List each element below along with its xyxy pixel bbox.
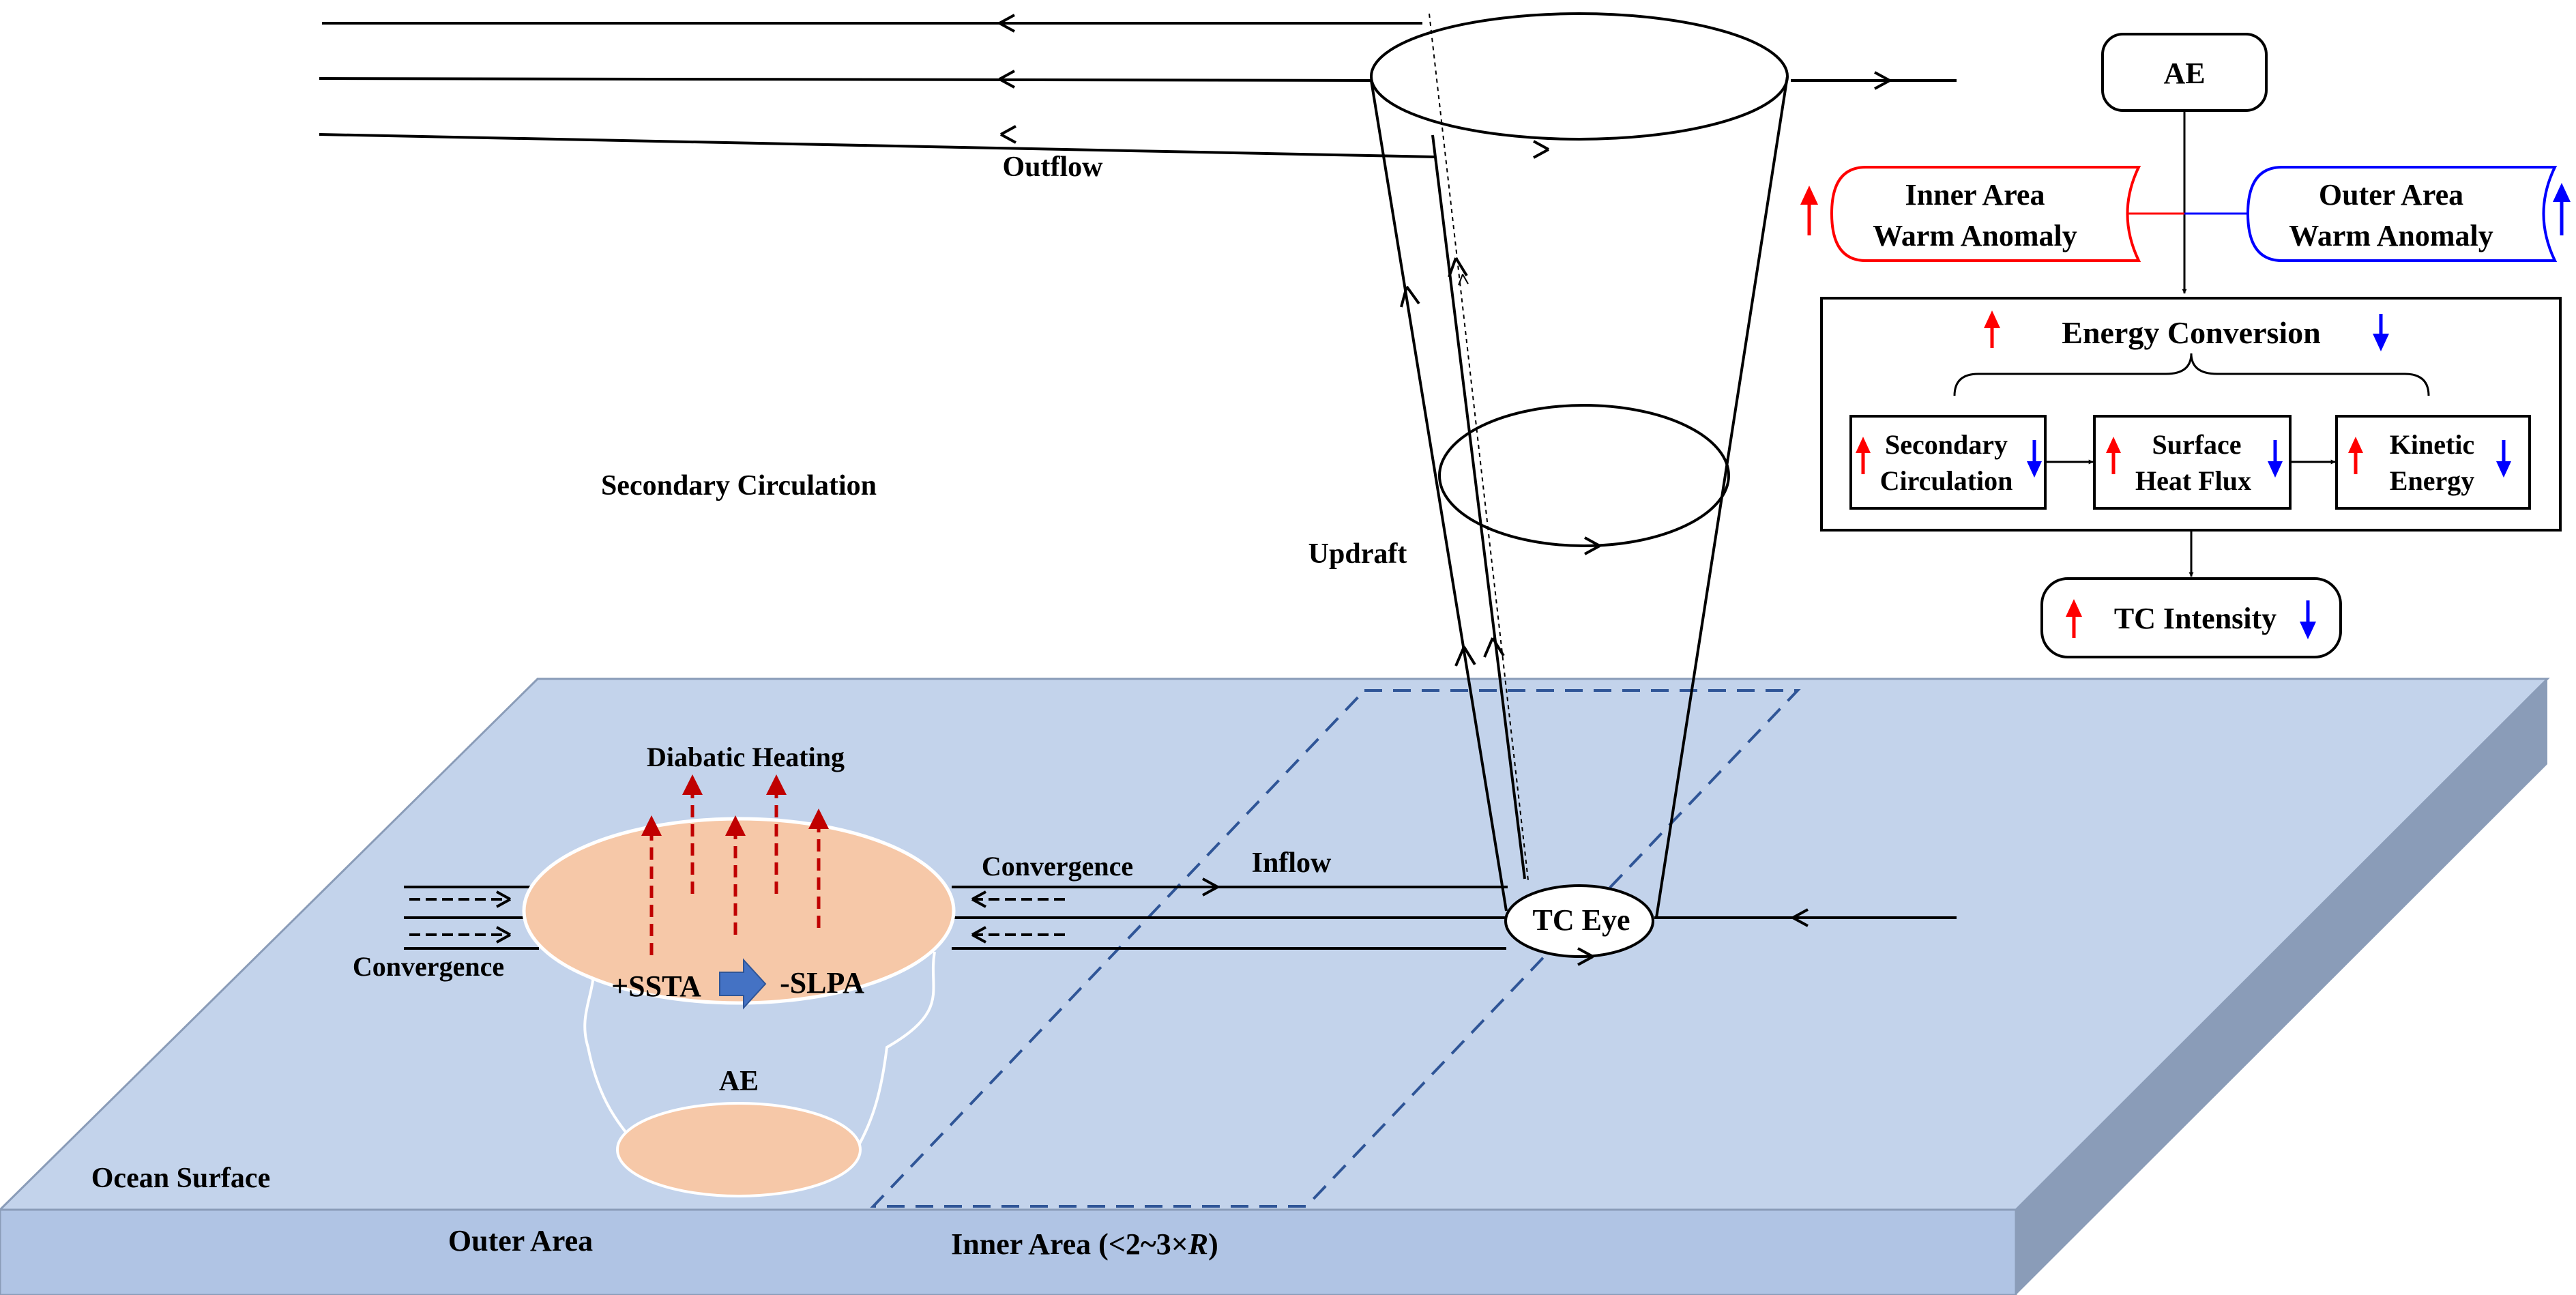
energy-brace — [1953, 353, 2430, 396]
surface-decrease-arrow-icon — [2268, 440, 2283, 478]
outer-warm-line1: Outer Area — [2319, 178, 2463, 212]
inner-increase-arrow-icon — [1800, 186, 1818, 235]
ocean-surface-label: Ocean Surface — [91, 1163, 270, 1194]
tc-eye-label: TC Eye — [1533, 903, 1630, 937]
outflow-lines — [319, 14, 1957, 159]
surface-increase-arrow-icon — [2106, 437, 2121, 474]
inner-warm-line2: Warm Anomaly — [1873, 219, 2077, 252]
outer-increase-arrow-icon — [2553, 183, 2571, 235]
inner-area-boundary — [870, 689, 1801, 1208]
updraft-label: Updraft — [1308, 538, 1407, 570]
convergence-label-right: Convergence — [982, 851, 1133, 882]
convergence-label-left: Convergence — [353, 951, 504, 982]
tc-funnel — [1370, 12, 1789, 958]
funnel-top-ellipse — [1370, 12, 1789, 141]
outer-area-label: Outer Area — [448, 1224, 593, 1257]
ocean-slab — [0, 678, 2550, 1295]
secondary-line1: Secondary — [1885, 429, 2008, 460]
secondary-decrease-arrow-icon — [2027, 440, 2042, 478]
ae-box-label: AE — [2163, 57, 2205, 90]
ssta-label: +SSTA — [611, 970, 701, 1003]
outer-warm-anomaly-box — [2246, 166, 2558, 262]
mechanism-flowchart: AE Inner Area Warm Anomaly Outer Area Wa… — [1800, 33, 2571, 658]
energy-conversion-label: Energy Conversion — [2062, 315, 2321, 350]
tc-eye-ellipse — [1504, 884, 1654, 958]
secondary-line2: Circulation — [1880, 465, 2013, 496]
secondary-increase-arrow-icon — [1856, 437, 1871, 474]
secondary-circulation-label: Secondary Circulation — [601, 470, 877, 501]
outflow-label: Outflow — [1003, 151, 1104, 183]
outer-warm-line2: Warm Anomaly — [2289, 219, 2493, 252]
ocean-side-face — [2016, 679, 2547, 1295]
energy-decrease-arrow-icon — [2373, 314, 2389, 351]
inner-warm-line1: Inner Area — [1905, 178, 2045, 212]
tc-increase-arrow-icon — [2066, 599, 2082, 638]
tc-decrease-arrow-icon — [2300, 600, 2316, 639]
slpa-label: -SLPA — [780, 966, 864, 1000]
surface-line1: Surface — [2152, 429, 2241, 460]
ssta-to-slpa-arrow — [719, 958, 767, 1010]
kinetic-increase-arrow-icon — [2348, 437, 2363, 474]
inflow-label: Inflow — [1252, 847, 1332, 879]
tc-intensity-label: TC Intensity — [2114, 602, 2277, 635]
inner-area-label: Inner Area (<2~3×R) — [951, 1227, 1218, 1261]
diabatic-heating-label: Diabatic Heating — [647, 742, 845, 772]
energy-increase-arrow-icon — [1984, 310, 2000, 348]
anticyclonic-eddy — [522, 817, 956, 1197]
inflow-lines — [952, 877, 1957, 966]
kinetic-line1: Kinetic — [2390, 429, 2474, 460]
ocean-front-face — [0, 1208, 2017, 1295]
eddy-ae-label: AE — [719, 1066, 759, 1097]
eddy-bottom-ellipse — [616, 1102, 862, 1197]
convergence-arrows-right — [971, 890, 1068, 944]
inner-warm-anomaly-box — [1830, 166, 2141, 262]
convergence-arrows-left — [404, 886, 539, 950]
diabatic-heating-arrows — [641, 774, 829, 955]
kinetic-line2: Energy — [2390, 465, 2474, 496]
funnel-mid-ellipse — [1438, 404, 1730, 547]
eddy-column-outline — [583, 951, 936, 1148]
tc-intensity-box — [2040, 577, 2342, 658]
surface-heat-flux-box — [2093, 415, 2292, 510]
kinetic-decrease-arrow-icon — [2496, 440, 2511, 478]
surface-line2: Heat Flux — [2135, 465, 2251, 496]
